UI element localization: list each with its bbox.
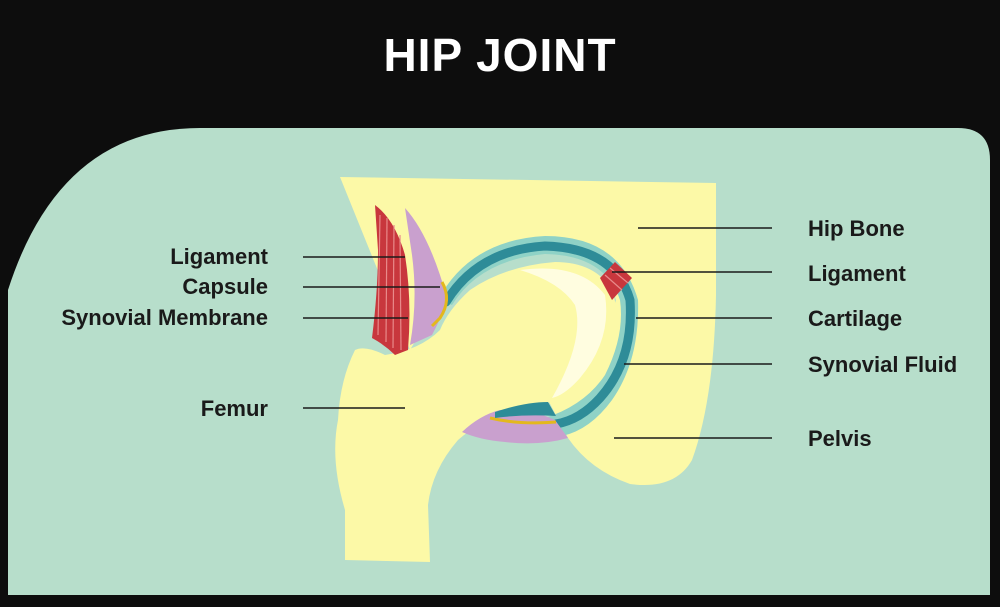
femur-shape: [335, 262, 618, 562]
capsule-upper: [405, 208, 448, 345]
label-cartilage: Cartilage: [808, 306, 903, 331]
synovial-membrane-upper: [430, 281, 448, 328]
hip-bone-shape: [340, 177, 716, 485]
label-femur: Femur: [200, 396, 268, 421]
label-ligament-right: Ligament: [808, 261, 906, 286]
label-synovial-fluid: Synovial Fluid: [808, 352, 958, 377]
label-ligament-left: Ligament: [170, 244, 268, 269]
label-synovial-membrane: Synovial Membrane: [61, 305, 268, 330]
label-pelvis: Pelvis: [808, 426, 872, 451]
synovial-membrane-lower: [489, 416, 557, 425]
cartilage-curve: [441, 241, 635, 429]
label-capsule: Capsule: [182, 274, 268, 299]
femoral-head-highlight: [520, 268, 607, 398]
label-hip-bone: Hip Bone: [808, 216, 905, 241]
cartilage-lower: [495, 402, 556, 418]
diagram-title: HIP JOINT: [383, 29, 617, 81]
capsule-lower: [462, 409, 568, 444]
